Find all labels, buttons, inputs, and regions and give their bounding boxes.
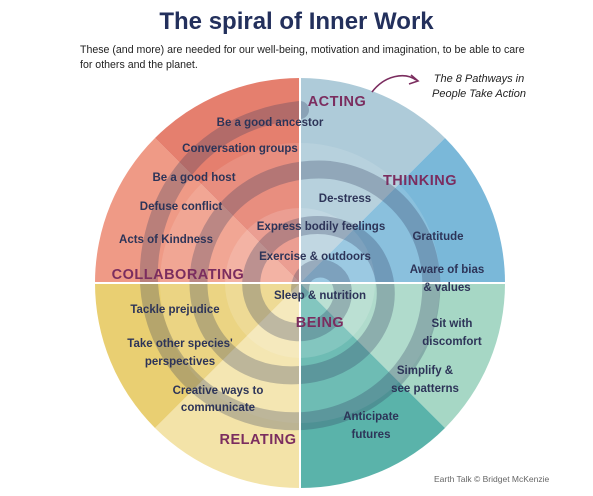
item-conversation: Conversation groups (182, 143, 298, 155)
item-bias-line2: & values (423, 282, 470, 294)
item-creative-line1: Creative ways to (173, 385, 264, 397)
category-relating: RELATING (219, 432, 296, 448)
item-sit-line2: discomfort (422, 336, 482, 348)
pathways-note: The 8 Pathways in People Take Action (432, 73, 526, 100)
item-host: Be a good host (152, 172, 235, 184)
category-being: BEING (296, 315, 344, 331)
item-sleep: Sleep & nutrition (274, 290, 366, 302)
item-destress: De-stress (319, 193, 371, 205)
item-futures-line2: futures (352, 429, 391, 441)
item-simplify-line2: see patterns (391, 383, 459, 395)
sector-being-upper (300, 283, 506, 428)
sector-being-lower (300, 283, 445, 488)
sector-relating-outer (94, 283, 301, 428)
item-gratitude: Gratitude (412, 231, 463, 243)
sector-thinking (300, 138, 506, 283)
sector-relating (155, 283, 300, 488)
item-prejudice: Tackle prejudice (130, 304, 219, 316)
credit-text: Earth Talk © Bridget McKenzie (434, 474, 550, 484)
sector-collaborating-outer (155, 77, 300, 284)
note-arrow (371, 75, 417, 93)
item-exercise: Exercise & outdoors (259, 251, 371, 263)
item-species-line2: perspectives (145, 356, 215, 368)
note-arrow-head (408, 74, 420, 85)
sector-acting (300, 77, 445, 283)
category-thinking: THINKING (383, 173, 457, 189)
intro-text: These (and more) are needed for our well… (80, 44, 525, 71)
item-sit-line1: Sit with (432, 318, 473, 330)
item-simplify-line1: Simplify & (397, 365, 453, 377)
category-acting: ACTING (308, 94, 367, 110)
item-defuse: Defuse conflict (140, 201, 223, 213)
item-creative-line2: communicate (181, 402, 255, 414)
spiral-path (139, 101, 441, 431)
category-collaborating: COLLABORATING (112, 267, 245, 283)
item-ancestor: Be a good ancestor (217, 117, 324, 129)
item-express: Express bodily feelings (257, 221, 385, 233)
page-title: The spiral of Inner Work (159, 8, 434, 35)
item-bias-line1: Aware of bias (410, 264, 485, 276)
item-kindness: Acts of Kindness (119, 234, 213, 246)
item-futures-line1: Anticipate (343, 411, 399, 423)
item-species-line1: Take other species' (127, 338, 233, 350)
sector-collaborating (94, 138, 300, 283)
